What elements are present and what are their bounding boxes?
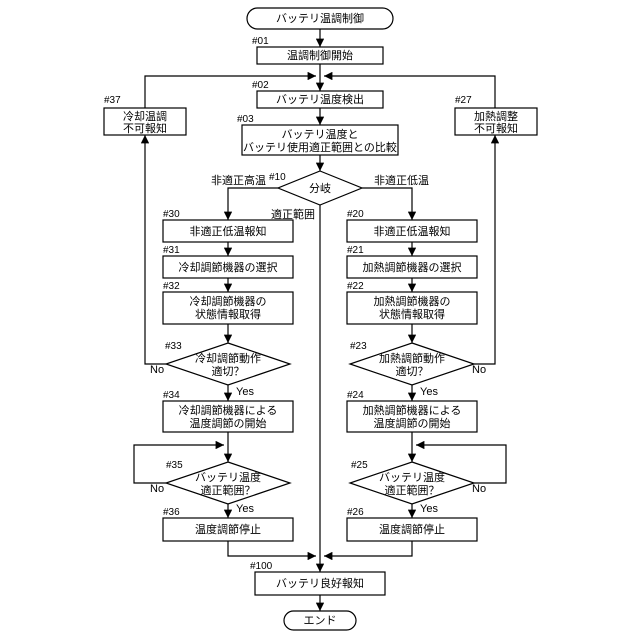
node-03-text-1: バッテリ温度と: [282, 127, 359, 141]
label-high-temp: 非適正高温: [211, 173, 266, 187]
node-100: #100 バッテリ良好報知: [250, 561, 385, 595]
node-22-text-2: 状態情報取得: [379, 307, 445, 321]
node-34-id: #34: [163, 390, 180, 401]
node-25-id: #25: [351, 460, 368, 471]
label-low-temp: 非適正低温: [374, 173, 429, 187]
node-27-id: #27: [455, 95, 472, 106]
node-10: #10 分岐: [269, 171, 362, 205]
node-31-text: 冷却調節機器の選択: [179, 260, 278, 274]
node-34-text-1: 冷却調節機器による: [179, 403, 278, 417]
node-33-id: #33: [165, 341, 182, 352]
node-end: エンド: [284, 611, 356, 630]
node-10-text: 分岐: [309, 182, 331, 195]
node-33: #33 冷却調節動作 適切？: [165, 341, 290, 385]
node-start-text: バッテリ温調制御: [276, 11, 364, 25]
node-35-text-2: 適正範囲？: [201, 483, 256, 497]
node-02-id: #02: [252, 80, 269, 91]
arrow-23-no-to-27: [474, 135, 495, 364]
label-25-no: No: [472, 483, 486, 495]
arrow-10-to-20: [362, 188, 412, 220]
node-23-text-2: 適切？: [396, 364, 429, 378]
node-03-id: #03: [237, 114, 254, 125]
node-start: バッテリ温調制御: [247, 8, 393, 29]
label-35-yes: Yes: [236, 503, 254, 515]
node-22-text-1: 加熱調節機器の: [374, 294, 451, 308]
node-24-text-2: 温度調節の開始: [374, 416, 451, 430]
label-25-yes: Yes: [420, 503, 438, 515]
node-24-id: #24: [347, 390, 364, 401]
node-20-text: 非適正低温報知: [374, 224, 451, 238]
node-02-text: バッテリ温度検出: [276, 92, 364, 106]
label-23-yes: Yes: [420, 386, 438, 398]
node-31-id: #31: [163, 245, 180, 256]
node-27-text-2: 不可報知: [474, 121, 518, 135]
node-24-text-1: 加熱調節機器による: [363, 403, 462, 417]
node-23-id: #23: [350, 341, 367, 352]
node-30-text: 非適正低温報知: [190, 224, 267, 238]
node-23: #23 加熱調節動作 適切？: [350, 341, 474, 385]
node-01-id: #01: [252, 36, 269, 47]
label-35-no: No: [150, 483, 164, 495]
node-02: #02 バッテリ温度検出: [252, 80, 383, 108]
node-01-text: 温調制御開始: [287, 48, 353, 62]
node-23-text-1: 加熱調節動作: [379, 351, 445, 365]
node-26-text: 温度調節停止: [379, 522, 445, 536]
node-35: #35 バッテリ温度 適正範囲？: [166, 460, 290, 504]
node-26-id: #26: [347, 507, 364, 518]
node-01: #01 温調制御開始: [252, 36, 383, 64]
node-37-text-1: 冷却温調: [123, 109, 167, 123]
arrow-26-to-main: [324, 541, 412, 556]
node-end-text: エンド: [304, 615, 337, 627]
node-36-id: #36: [163, 507, 180, 518]
node-25-text-1: バッテリ温度: [379, 470, 445, 484]
label-33-no: No: [150, 364, 164, 376]
node-32-text-1: 冷却調節機器の: [190, 294, 267, 308]
node-20-id: #20: [347, 209, 364, 220]
node-27: #27 加熱調整 不可報知: [455, 95, 537, 135]
node-100-text: バッテリ良好報知: [276, 576, 364, 590]
node-10-id: #10: [269, 172, 286, 183]
node-36-text: 温度調節停止: [195, 522, 261, 536]
label-proper-range: 適正範囲: [271, 207, 315, 221]
node-32-id: #32: [163, 281, 180, 292]
node-33-text-1: 冷却調節動作: [195, 351, 261, 365]
node-22-id: #22: [347, 281, 364, 292]
node-03: #03 バッテリ温度と バッテリ使用適正範囲との比較: [237, 114, 398, 155]
node-34-text-2: 温度調節の開始: [190, 416, 267, 430]
node-30-id: #30: [163, 209, 180, 220]
node-03-text-2: バッテリ使用適正範囲との比較: [243, 140, 397, 154]
arrow-36-to-main: [228, 541, 316, 556]
node-35-id: #35: [166, 460, 183, 471]
node-21-id: #21: [347, 245, 364, 256]
node-37-id: #37: [104, 95, 121, 106]
node-33-text-2: 適切？: [212, 364, 245, 378]
node-27-text-1: 加熱調整: [474, 109, 518, 123]
label-33-yes: Yes: [236, 386, 254, 398]
node-25-text-2: 適正範囲？: [385, 483, 440, 497]
node-25: #25 バッテリ温度 適正範囲？: [350, 460, 474, 504]
node-21-text: 加熱調節機器の選択: [363, 260, 462, 274]
node-32-text-2: 状態情報取得: [195, 307, 261, 321]
node-37-text-2: 不可報知: [123, 121, 167, 135]
node-35-text-1: バッテリ温度: [195, 470, 261, 484]
node-100-id: #100: [250, 561, 273, 572]
label-23-no: No: [472, 364, 486, 376]
